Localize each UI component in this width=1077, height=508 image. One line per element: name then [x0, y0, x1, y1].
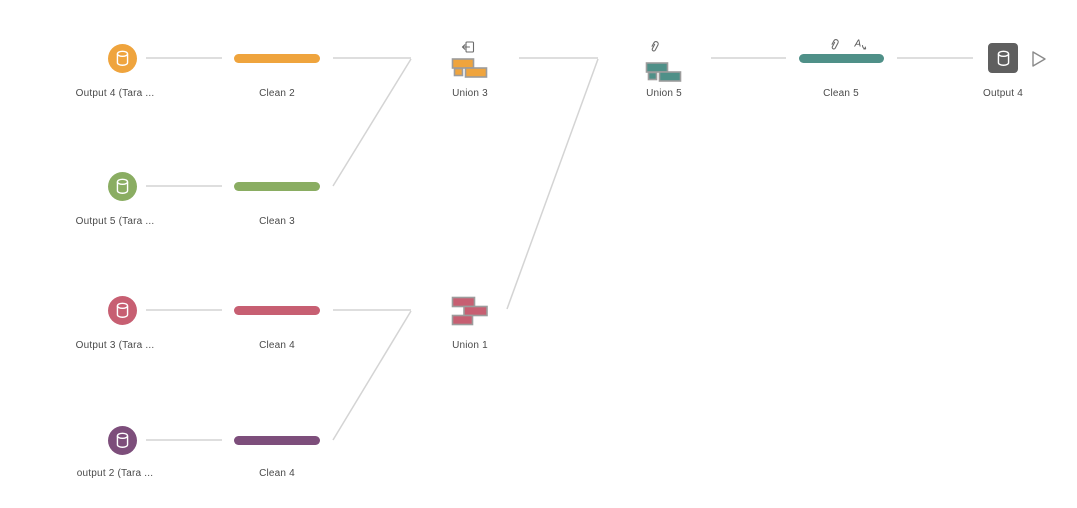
input-node-output-4[interactable] [107, 43, 137, 73]
union-step-union-5[interactable] [645, 60, 683, 88]
connector [332, 310, 412, 441]
clean-step-label: Clean 3 [259, 216, 295, 227]
clean-step-clean-4b[interactable] [234, 435, 320, 445]
clean-step-label: Clean 4 [259, 340, 295, 351]
union-step-union-1[interactable] [451, 296, 489, 326]
database-icon [116, 178, 128, 194]
output-node-label: Output 4 [983, 88, 1023, 99]
union-step-label: Union 5 [646, 88, 682, 99]
input-node-label: Output 3 (Tara ... [75, 340, 155, 351]
clean-step-label: Clean 5 [823, 88, 859, 99]
database-icon [997, 50, 1009, 66]
clean-step-clean-5[interactable] [799, 53, 884, 63]
paperclip-badge-icon [651, 41, 659, 52]
connector [506, 58, 599, 310]
database-icon [116, 50, 128, 66]
database-icon [116, 432, 128, 448]
connector [332, 58, 412, 187]
input-node-output-5[interactable] [107, 171, 137, 201]
paperclip-badge-icon [831, 39, 839, 50]
flow-output-badge-icon [461, 41, 475, 53]
output-node-output-4[interactable] [988, 43, 1018, 73]
union-step-union-3[interactable] [451, 56, 489, 84]
clean-step-label: Clean 2 [259, 88, 295, 99]
union-step-label: Union 3 [452, 88, 488, 99]
input-node-label: Output 5 (Tara ... [75, 216, 155, 227]
clean-step-clean-2[interactable] [234, 53, 320, 63]
database-icon [116, 302, 128, 318]
input-node-label: Output 4 (Tara ... [75, 88, 155, 99]
clean-step-clean-4a[interactable] [234, 305, 320, 315]
rename-fields-badge-icon: A [854, 39, 867, 50]
clean-step-label: Clean 4 [259, 468, 295, 479]
svg-text:A: A [854, 39, 862, 50]
input-node-output-2[interactable] [107, 425, 137, 455]
input-node-output-3[interactable] [107, 295, 137, 325]
play-icon [1032, 51, 1046, 67]
clean-step-clean-3[interactable] [234, 181, 320, 191]
run-flow-button[interactable] [1030, 50, 1048, 68]
input-node-label: output 2 (Tara ... [76, 468, 154, 479]
union-step-label: Union 1 [452, 340, 488, 351]
